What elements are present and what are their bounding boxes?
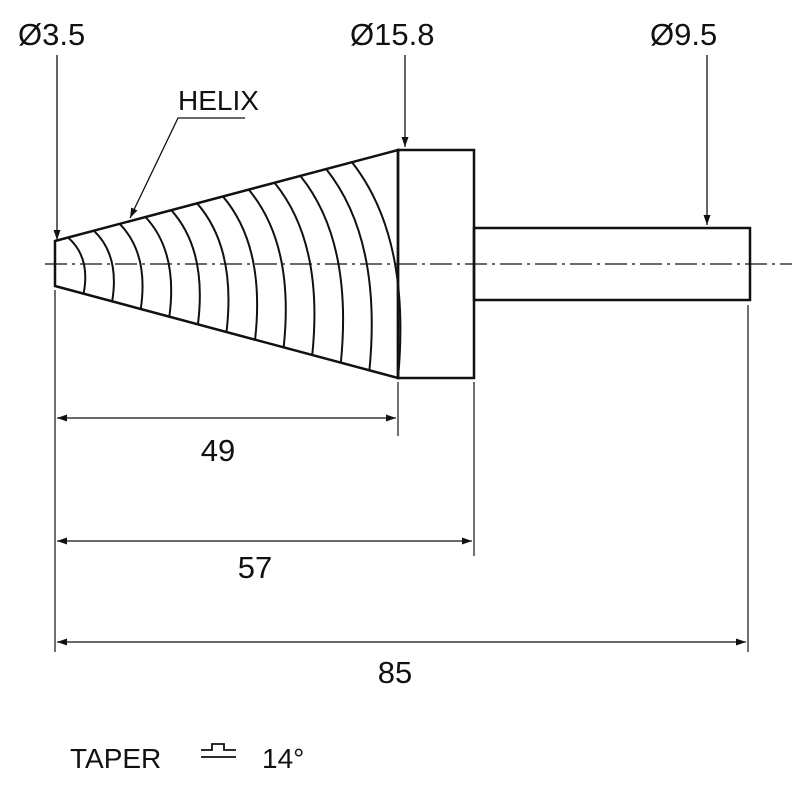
helix-line xyxy=(299,175,345,363)
helix-line xyxy=(196,202,230,333)
dim-57-label: 57 xyxy=(238,550,272,585)
shank xyxy=(472,226,752,302)
helix-line xyxy=(325,168,373,371)
helix-line xyxy=(170,209,201,325)
taper-label: TAPER xyxy=(70,743,161,774)
helix-label: HELIX xyxy=(178,85,259,116)
helix-line xyxy=(67,236,87,294)
helix-leader xyxy=(129,117,245,219)
shank-diameter-label: Ø9.5 xyxy=(650,17,717,52)
taper-value: 14° xyxy=(262,743,304,774)
extension-lines xyxy=(54,290,749,652)
helix-line xyxy=(118,223,144,310)
helix-line xyxy=(247,188,287,348)
dim-85-label: 85 xyxy=(378,655,412,690)
taper-symbol-icon xyxy=(201,743,236,758)
helix-line xyxy=(351,161,402,379)
helix-line xyxy=(93,229,115,302)
tip-diameter-label: Ø3.5 xyxy=(18,17,85,52)
cone-diameter-label: Ø15.8 xyxy=(350,17,434,52)
helix-line xyxy=(273,182,316,356)
dim-49-label: 49 xyxy=(201,433,235,468)
helix-lines xyxy=(67,161,402,379)
helix-line xyxy=(144,216,173,317)
helix-line xyxy=(222,195,259,340)
